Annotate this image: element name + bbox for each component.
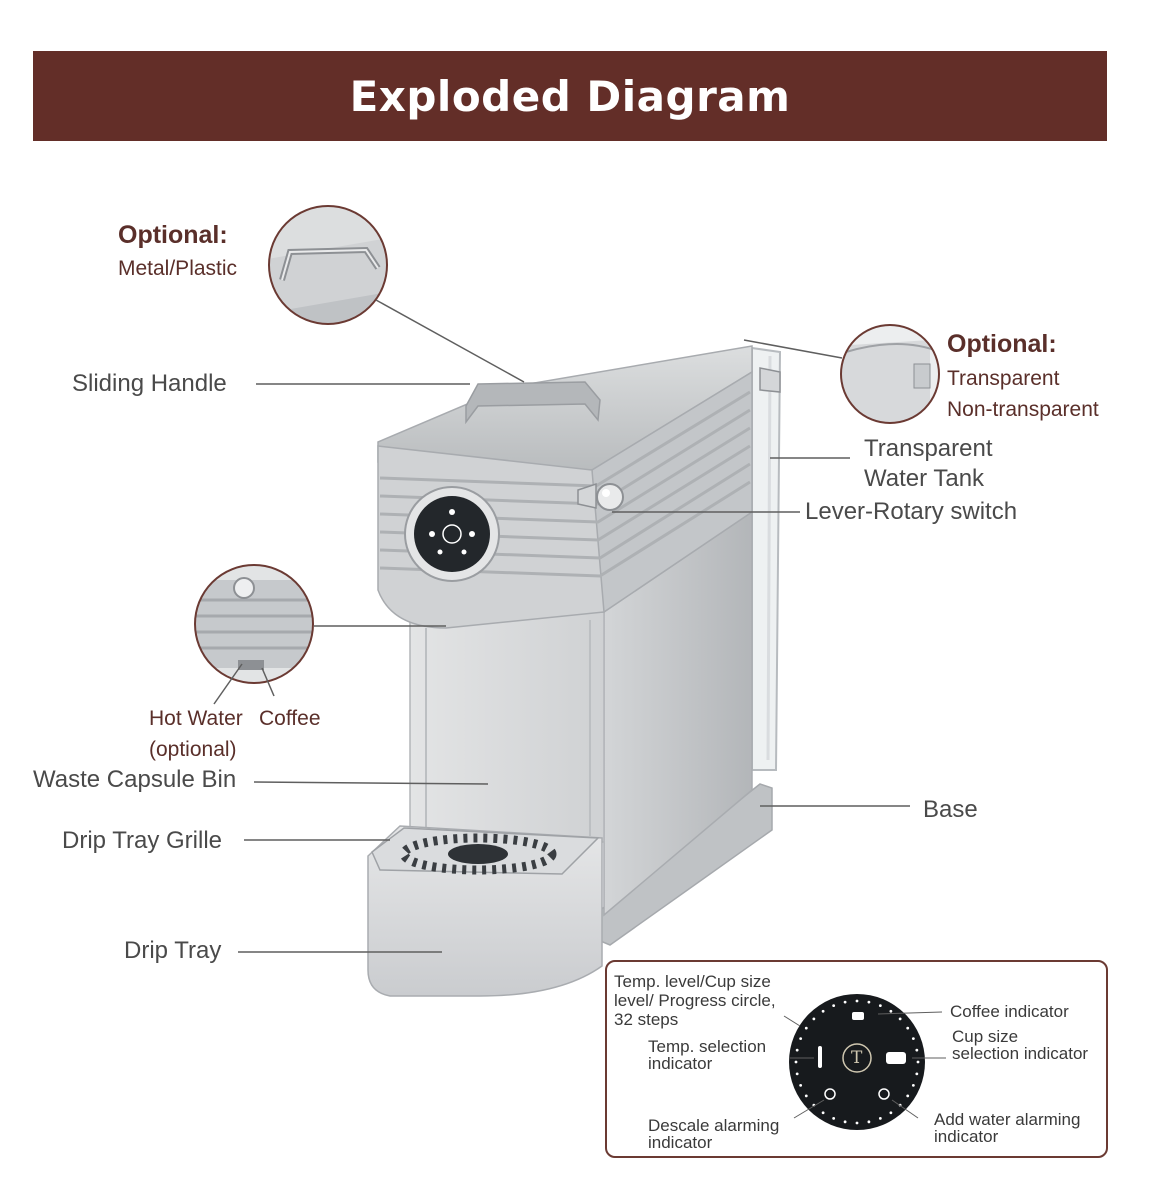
progress-step-dot [867,1000,871,1004]
tank-option-title: Optional: [947,330,1057,358]
label-cup-size: selection indicator [952,1044,1089,1063]
label-descale-alarm: indicator [648,1133,713,1152]
waste-capsule-bin [409,611,605,843]
label-drip-tray-grille: Drip Tray Grille [62,827,223,854]
water-tank [751,346,782,771]
handle-option-title: Optional: [118,221,228,249]
outlet-zoom-circle [194,564,314,684]
page-title: Exploded Diagram [349,71,791,121]
progress-step-dot [799,1037,803,1041]
progress-step-dot [915,1072,919,1076]
progress-step-dot [916,1060,920,1064]
label-progress-circle: 32 steps [614,1010,679,1029]
progress-step-dot [804,1026,808,1030]
tank-option-value: Transparent [947,367,1060,390]
progress-step-dot [812,1017,816,1021]
label-coffee-outlet: Coffee [259,707,321,730]
progress-step-dot [795,1072,799,1076]
progress-step-dot [915,1048,919,1052]
progress-step-dot [832,1004,836,1008]
lever-rotary-switch [596,483,624,511]
label-cup-size: Cup size [952,1027,1019,1046]
label-hot-water: Hot Water [149,707,243,730]
label-sliding-handle: Sliding Handle [72,370,227,397]
progress-step-dot [843,1000,847,1004]
progress-step-dot [878,1116,882,1120]
label-optional-note: (optional) [149,738,237,761]
progress-step-dot [911,1083,915,1087]
progress-step-dot [911,1037,915,1041]
progress-step-dot [855,1121,859,1125]
progress-step-dot [867,1120,871,1124]
handle-zoom-circle [268,205,388,325]
label-water-tank: Water Tank [864,465,985,492]
progress-step-dot [821,1009,825,1013]
label-temp-selection: Temp. selection [648,1037,767,1056]
label-drip-tray: Drip Tray [124,937,222,964]
label-descale-alarm: Descale alarming [648,1116,780,1135]
progress-step-dot [795,1048,799,1052]
progress-step-dot [794,1060,798,1064]
label-waste-capsule-bin: Waste Capsule Bin [33,766,237,793]
label-coffee-indicator: Coffee indicator [950,1002,1069,1021]
progress-step-dot [855,999,859,1003]
progress-step-dot [889,1009,893,1013]
panel-dial [789,994,925,1130]
progress-step-dot [804,1094,808,1098]
progress-step-dot [832,1116,836,1120]
label-water-tank: Transparent [864,435,993,462]
handle-option-value: Metal/Plastic [118,257,238,280]
label-lever-rotary-switch: Lever-Rotary switch [805,498,1018,525]
label-add-water-alarm: Add water alarming [934,1110,1081,1129]
sliding-handle [465,381,601,425]
progress-step-dot [889,1111,893,1115]
progress-step-dot [878,1004,882,1008]
tank-zoom-circle [840,324,940,424]
progress-step-dot [843,1120,847,1124]
label-progress-circle: Temp. level/Cup size [614,972,771,991]
control-panel-legend [605,960,1108,1158]
dial-logo-letter: T [851,1048,863,1068]
progress-step-dot [821,1111,825,1115]
progress-step-dot [906,1094,910,1098]
label-temp-selection: indicator [648,1054,713,1073]
progress-step-dot [898,1017,902,1021]
progress-step-dot [799,1083,803,1087]
title-banner: Exploded Diagram [33,51,1107,141]
tank-option-value: Non-transparent [947,398,1099,421]
label-base: Base [923,796,978,823]
label-progress-circle: level/ Progress circle, [614,991,776,1010]
label-add-water-alarm: indicator [934,1127,999,1146]
progress-step-dot [906,1026,910,1030]
